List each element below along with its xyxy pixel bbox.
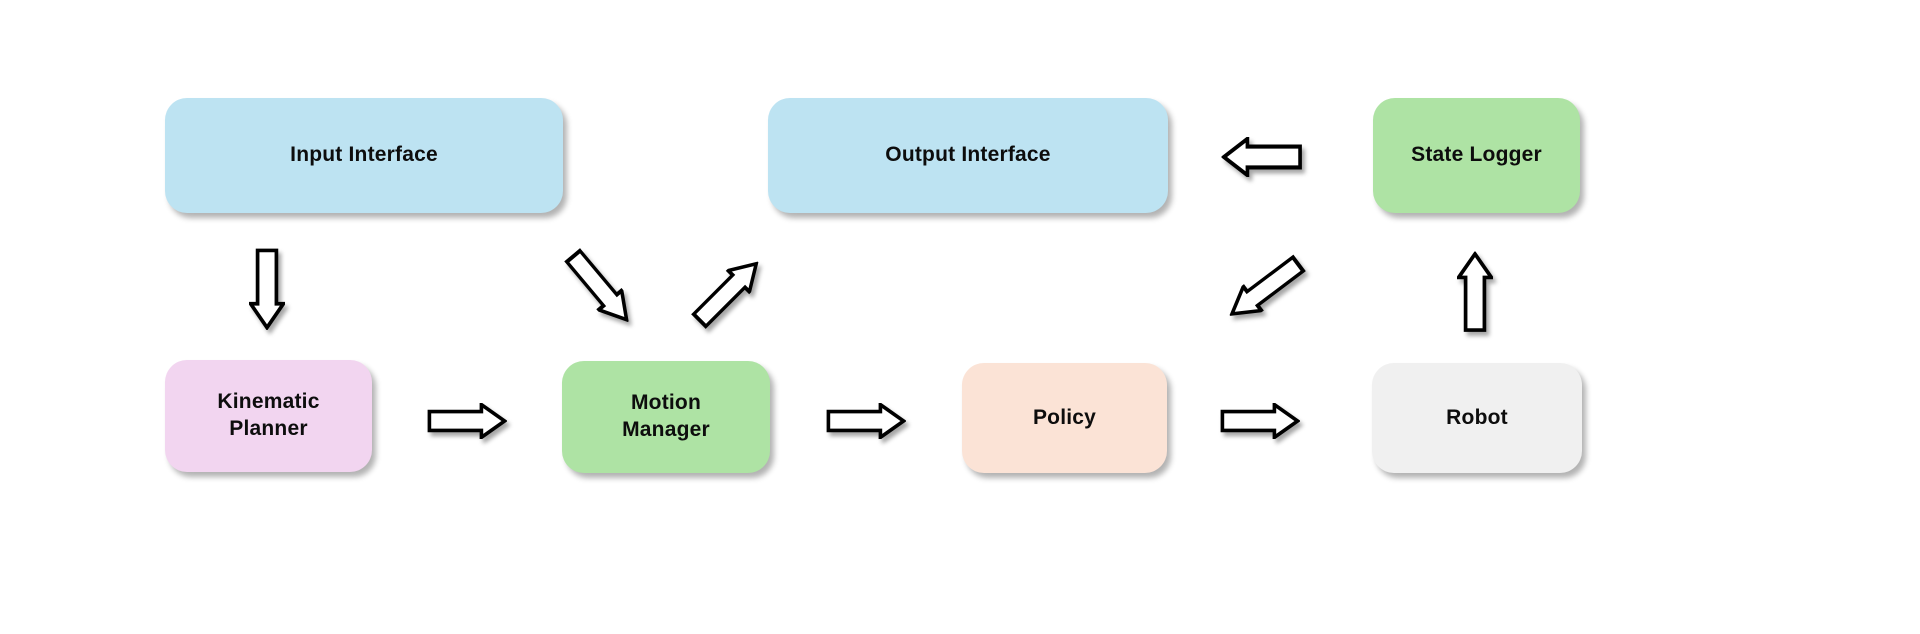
up-arrow-icon — [1435, 251, 1516, 332]
node-robot: Robot — [1372, 363, 1582, 473]
node-input-interface-label: Input Interface — [290, 143, 438, 167]
right-arrow-icon — [826, 403, 906, 439]
node-input-interface: Input Interface — [165, 98, 563, 213]
down-left-arrow-icon — [1221, 254, 1309, 316]
down-arrow-icon — [226, 248, 308, 330]
node-kinematic-planner: Kinematic Planner — [165, 360, 372, 472]
node-policy: Policy — [962, 363, 1167, 473]
right-arrow-icon — [427, 403, 507, 439]
node-output-interface: Output Interface — [768, 98, 1168, 213]
node-state-logger-label: State Logger — [1411, 143, 1542, 167]
node-kinematic-planner-label: Kinematic Planner — [217, 390, 320, 440]
node-output-interface-label: Output Interface — [885, 143, 1051, 167]
node-robot-label: Robot — [1446, 405, 1508, 429]
down-right-arrow-icon — [556, 248, 644, 323]
node-motion-manager-label: Motion Manager — [622, 391, 710, 441]
up-right-arrow-icon — [686, 261, 771, 329]
node-motion-manager: Motion Manager — [562, 361, 770, 473]
node-policy-label: Policy — [1032, 405, 1097, 429]
node-state-logger: State Logger — [1373, 98, 1580, 213]
left-arrow-icon — [1221, 137, 1303, 177]
right-arrow-icon — [1220, 403, 1300, 439]
